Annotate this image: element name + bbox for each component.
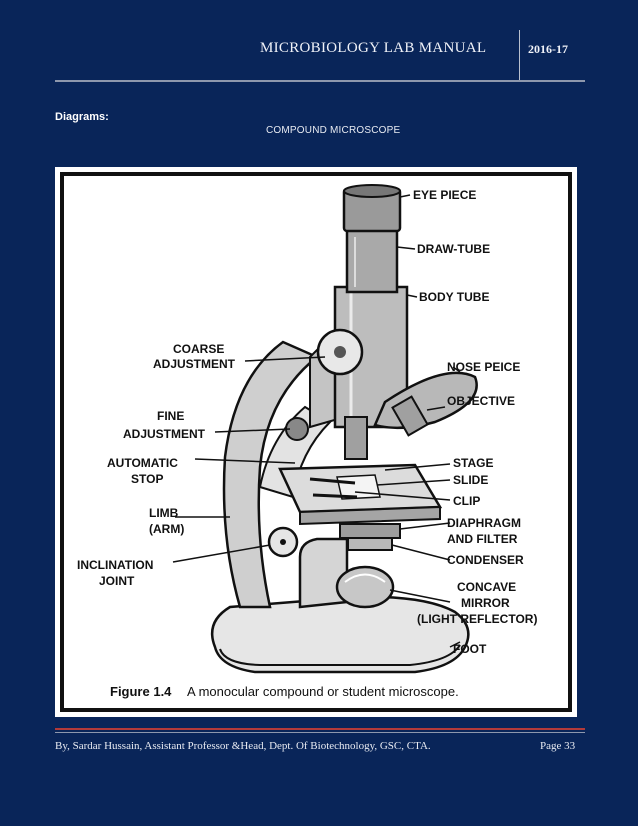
label-diaphragm-1: DIAPHRAGM <box>447 516 521 530</box>
diagram-title: COMPOUND MICROSCOPE <box>266 125 401 136</box>
label-coarse-1: COARSE <box>173 342 224 356</box>
label-coarse-2: ADJUSTMENT <box>153 357 236 371</box>
label-condenser: CONDENSER <box>447 553 524 567</box>
label-auto-1: AUTOMATIC <box>107 456 178 470</box>
figure-caption-number: Figure 1.4 <box>110 684 172 699</box>
microscope-diagram: EYE PIECE DRAW-TUBE BODY TUBE COARSE ADJ… <box>60 172 572 712</box>
footer-rule <box>55 728 585 730</box>
footer-rule-thin <box>55 732 585 733</box>
stage-edge <box>299 505 441 526</box>
label-mirror-3: (LIGHT REFLECTOR) <box>417 612 537 626</box>
header-title: MICROBIOLOGY LAB MANUAL <box>260 40 487 56</box>
label-eye-piece: EYE PIECE <box>413 188 476 202</box>
header-year: 2016-17 <box>528 42 568 56</box>
label-auto-2: STOP <box>131 472 163 486</box>
limb-shape <box>222 340 320 609</box>
label-slide: SLIDE <box>453 473 488 487</box>
pillar-shape <box>298 537 349 609</box>
header-rule <box>55 80 585 82</box>
leader-lines <box>172 194 461 648</box>
coarse-knob-center <box>334 346 346 358</box>
label-fine-2: ADJUSTMENT <box>123 427 206 441</box>
footer-credit: By, Sardar Hussain, Assistant Professor … <box>55 740 431 752</box>
header-divider <box>519 30 520 80</box>
clip-2 <box>312 493 358 499</box>
label-body-tube: BODY TUBE <box>419 290 489 304</box>
label-foot: FOOT <box>453 642 487 656</box>
label-fine-1: FINE <box>157 409 184 423</box>
figure-border <box>60 172 572 712</box>
label-clip: CLIP <box>453 494 480 508</box>
label-limb-2: (ARM) <box>149 522 184 536</box>
label-inclination-1: INCLINATION <box>77 558 153 572</box>
clip-1 <box>309 477 356 485</box>
mirror-shape <box>335 565 395 609</box>
condenser-shape <box>347 537 393 551</box>
figure-caption-text: A monocular compound or student microsco… <box>187 684 459 699</box>
label-limb-1: LIMB <box>149 506 179 520</box>
label-objective: OBJECTIVE <box>447 394 515 408</box>
mirror-highlight <box>344 573 386 583</box>
inclination-joint-center <box>280 539 286 545</box>
objective-2 <box>391 395 429 437</box>
foot-shape <box>210 595 470 674</box>
section-label: Diagrams: <box>55 111 109 123</box>
microscope-figure: EYE PIECE DRAW-TUBE BODY TUBE COARSE ADJ… <box>55 167 577 717</box>
label-draw-tube: DRAW-TUBE <box>417 242 490 256</box>
label-mirror-2: MIRROR <box>461 596 510 610</box>
objective-1 <box>344 416 368 460</box>
label-stage: STAGE <box>453 456 493 470</box>
label-nose-piece: NOSE PEICE <box>447 360 520 374</box>
diaphragm-shape <box>339 523 401 539</box>
label-inclination-2: JOINT <box>99 574 135 588</box>
label-diaphragm-2: AND FILTER <box>447 532 518 546</box>
label-mirror-1: CONCAVE <box>457 580 516 594</box>
page-number: Page 33 <box>540 740 576 752</box>
eye-piece-top <box>343 184 401 198</box>
foot-edge <box>219 644 461 666</box>
